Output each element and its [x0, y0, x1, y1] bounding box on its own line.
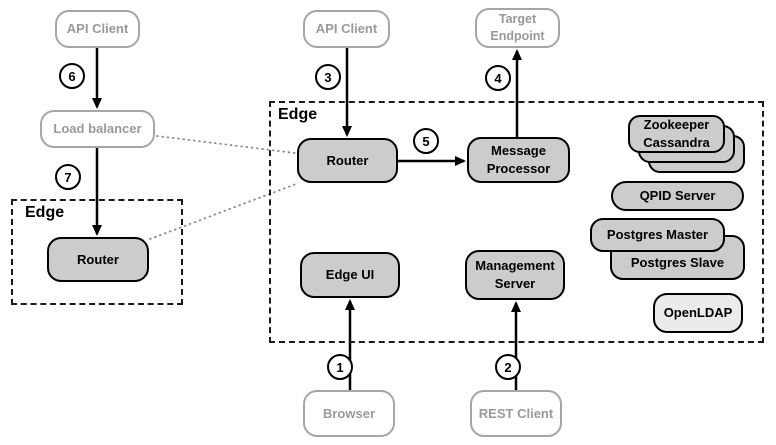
step-1-badge: 1: [327, 354, 353, 380]
edge-main-group: [269, 101, 764, 343]
edge-small-group-label: Edge: [25, 204, 65, 221]
openldap-node: OpenLDAP: [653, 293, 743, 333]
cassandra-label: Cassandra: [643, 135, 710, 150]
router-main-node: Router: [297, 138, 398, 183]
api-client-left-node: API Client: [55, 10, 140, 48]
management-server-node: Management Server: [465, 250, 565, 300]
step-7-badge: 7: [55, 164, 81, 190]
step-6-badge: 6: [59, 63, 85, 89]
message-processor-node: Message Processor: [467, 137, 570, 183]
api-client-mid-node: API Client: [303, 10, 390, 48]
browser-node: Browser: [303, 390, 395, 437]
rest-client-node: REST Client: [470, 390, 562, 437]
edge-ui-node: Edge UI: [300, 252, 400, 298]
postgres-master-node: Postgres Master: [590, 218, 725, 252]
step-4-badge: 4: [485, 65, 511, 91]
edge-small-group: [11, 199, 183, 305]
edge-main-group-label: Edge: [278, 106, 318, 123]
step-2-badge: 2: [495, 354, 521, 380]
router-small-node: Router: [47, 237, 149, 282]
target-endpoint-node: Target Endpoint: [475, 8, 560, 48]
step-3-badge: 3: [315, 64, 341, 90]
step-5-badge: 5: [413, 128, 439, 154]
zookeeper-label: Zookeeper: [643, 116, 710, 132]
load-balancer-node: Load balancer: [40, 110, 155, 148]
qpid-server-node: QPID Server: [611, 181, 744, 211]
zookeeper-cassandra-node: Zookeeper Cassandra: [628, 115, 725, 153]
